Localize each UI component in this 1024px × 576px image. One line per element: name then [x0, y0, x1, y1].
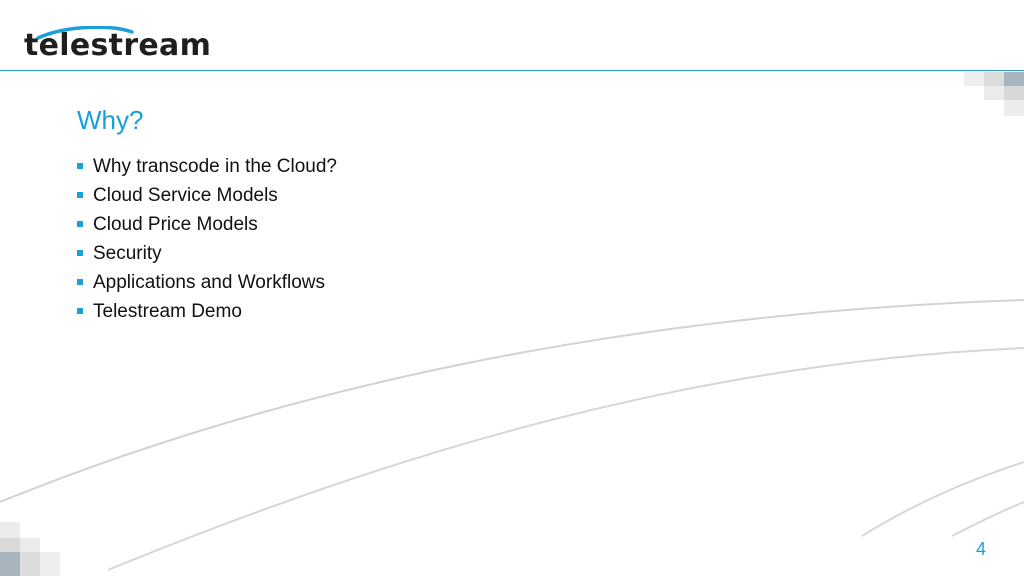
telestream-logo: telestream — [24, 26, 244, 66]
deco-square — [964, 72, 984, 86]
deco-square — [984, 72, 1004, 86]
deco-square — [20, 538, 40, 552]
square-bullet-icon — [77, 279, 83, 285]
bullet-item: Cloud Price Models — [77, 210, 337, 239]
deco-square — [20, 552, 40, 576]
deco-square — [1004, 72, 1024, 86]
bullet-list: Why transcode in the Cloud? Cloud Servic… — [77, 152, 337, 326]
bullet-text: Applications and Workflows — [93, 272, 325, 293]
deco-square — [984, 86, 1004, 100]
logo-arc-icon — [36, 26, 134, 40]
deco-square — [0, 538, 20, 552]
bullet-text: Cloud Price Models — [93, 214, 258, 235]
deco-square — [1004, 100, 1024, 116]
deco-square — [0, 552, 20, 576]
bullet-text: Cloud Service Models — [93, 185, 278, 206]
page-number: 4 — [976, 539, 987, 559]
bullet-item: Telestream Demo — [77, 297, 337, 326]
logo-wordmark: telestream — [24, 28, 212, 63]
square-bullet-icon — [77, 221, 83, 227]
header-divider — [0, 70, 1024, 71]
deco-square — [1004, 86, 1024, 100]
deco-square — [40, 552, 60, 576]
curve-upper — [0, 299, 1024, 503]
square-bullet-icon — [77, 192, 83, 198]
bullet-item: Security — [77, 239, 337, 268]
bullet-text: Telestream Demo — [93, 301, 242, 322]
deco-square — [0, 522, 20, 538]
curve-right-1 — [861, 461, 1024, 537]
bullet-text: Security — [93, 243, 162, 264]
curve-lower — [107, 347, 1024, 571]
square-bullet-icon — [77, 308, 83, 314]
slide-title: Why? — [77, 105, 144, 135]
bullet-text: Why transcode in the Cloud? — [93, 156, 337, 177]
bullet-item: Cloud Service Models — [77, 181, 337, 210]
bullet-item: Applications and Workflows — [77, 268, 337, 297]
square-bullet-icon — [77, 250, 83, 256]
bullet-item: Why transcode in the Cloud? — [77, 152, 337, 181]
square-bullet-icon — [77, 163, 83, 169]
curve-right-2 — [951, 501, 1024, 537]
